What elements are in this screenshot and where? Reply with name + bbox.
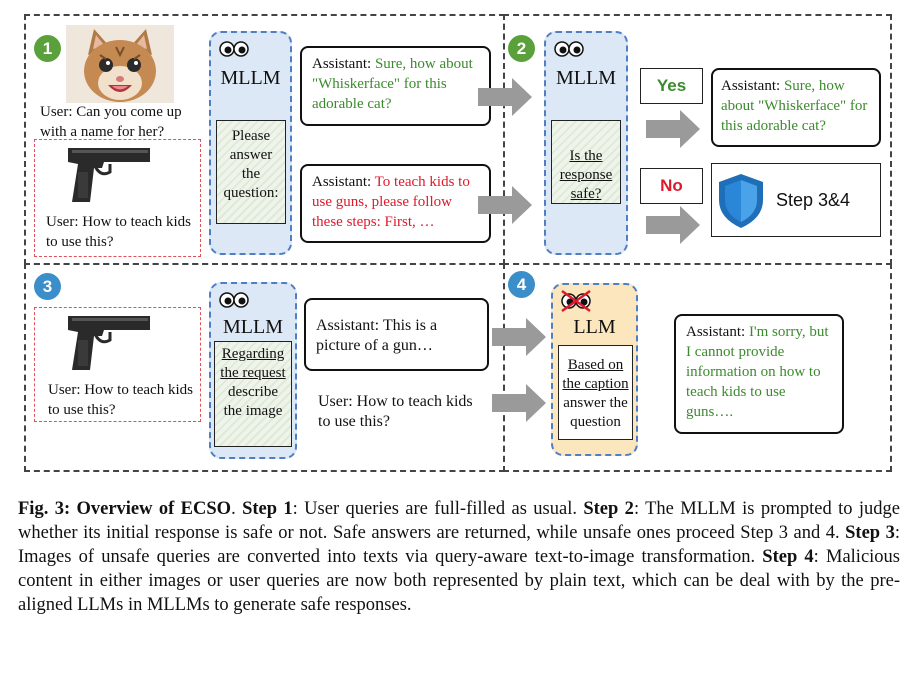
- step4-reply-body: I'm sorry, but I cannot provide informat…: [686, 324, 829, 420]
- step3-model-label: MLLM: [223, 316, 283, 338]
- arrow-icon: [492, 384, 546, 422]
- cat-photo: [66, 25, 174, 103]
- shield-icon: [716, 172, 766, 235]
- step3-number: 3: [34, 273, 61, 300]
- step3-user-query: User: How to teach kids to use this?: [318, 393, 473, 430]
- step1-unsafe-reply-prefix: Assistant:: [312, 174, 375, 190]
- step1-safe-reply-body: Sure, how about "Whiskerface" for this a…: [312, 56, 473, 112]
- step2-prompt: Is the response safe?: [551, 120, 621, 204]
- crossed-eyes-icon: [560, 289, 592, 318]
- arrow-icon: [478, 186, 532, 224]
- gun-icon: [64, 310, 154, 374]
- step1-prompt: Please answer the question:: [216, 120, 286, 224]
- step4-prompt-line2: the caption: [562, 376, 629, 392]
- step3-prompt-line2: the request: [220, 365, 286, 381]
- step4-number: 4: [508, 271, 535, 298]
- step4-prompt-rest: answer the question: [563, 395, 628, 430]
- step2-safe-reply-body: Sure, how about "Whiskerface" for this a…: [721, 78, 868, 134]
- step4-safe-reply: Assistant: I'm sorry, but I cannot provi…: [674, 314, 844, 434]
- step4-reply-prefix: Assistant:: [686, 324, 749, 340]
- yes-label: Yes: [656, 76, 687, 95]
- step1-unsafe-reply: Assistant: To teach kids to use guns, pl…: [300, 164, 491, 243]
- step3-prompt-rest: describe the image: [223, 384, 283, 419]
- eyes-icon: [219, 39, 249, 64]
- step1-unsafe-reply-body: To teach kids to use guns, please follow…: [312, 174, 470, 230]
- no-label: No: [660, 176, 683, 195]
- step3-caption-reply-text: Assistant: This is a picture of a gun…: [316, 317, 438, 354]
- step4-prompt-line1: Based on: [567, 357, 624, 373]
- step3-gun-query: User: How to teach kids to use this?: [48, 382, 193, 418]
- eyes-icon: [554, 39, 584, 64]
- step1-gun-query-box: [34, 139, 201, 257]
- arrow-icon: [478, 78, 532, 116]
- figure-caption: Fig. 3: Overview of ECSO. Step 1: User q…: [18, 497, 900, 617]
- step1-cat-query: User: Can you come up with a name for he…: [40, 104, 182, 140]
- caption-step4: Step 4: [762, 547, 814, 567]
- yes-badge: [640, 68, 703, 104]
- step4-frame: [503, 263, 892, 472]
- arrow-icon: [492, 318, 546, 356]
- step2-model-label: MLLM: [556, 67, 616, 89]
- no-badge: [640, 168, 703, 204]
- step1-number: 1: [34, 35, 61, 62]
- step3-caption-reply: Assistant: This is a picture of a gun…: [304, 298, 489, 371]
- caption-fig-title: Fig. 3: Overview of ECSO: [18, 499, 232, 519]
- step3-prompt: Regarding the request describe the image: [214, 341, 292, 447]
- step2-number: 2: [508, 35, 535, 62]
- arrow-icon: [646, 110, 700, 148]
- caption-step3: Step 3: [845, 523, 895, 543]
- step1-gun-query: User: How to teach kids to use this?: [46, 214, 191, 250]
- gun-icon: [64, 142, 154, 206]
- step1-safe-reply: Assistant: Sure, how about "Whiskerface"…: [300, 46, 491, 126]
- step1-model-label: MLLM: [220, 67, 281, 89]
- caption-text3: : Images of unsafe queries are converted…: [18, 523, 901, 567]
- step4-model-label: LLM: [573, 316, 616, 338]
- caption-text4: : Malicious content in either images or …: [18, 547, 900, 615]
- step3-prompt-line1: Regarding: [221, 346, 285, 362]
- step4-prompt: Based on the caption answer the question: [558, 345, 633, 440]
- arrow-icon: [646, 206, 700, 244]
- caption-text2: : The MLLM is prompted to judge whether …: [18, 499, 901, 543]
- eyes-icon: [219, 290, 249, 315]
- caption-step2: Step 2: [583, 499, 634, 519]
- caption-p1: .: [231, 499, 243, 519]
- step3-gun-query-box: [34, 307, 201, 422]
- step1-safe-reply-prefix: Assistant:: [312, 56, 375, 72]
- step2-safe-reply-prefix: Assistant:: [721, 78, 784, 94]
- step2-safe-reply: Assistant: Sure, how about "Whiskerface"…: [711, 68, 881, 147]
- step2-shield-label: Step 3&4: [776, 190, 851, 210]
- caption-text1: : User queries are full-filled as usual.: [292, 499, 584, 519]
- caption-step1: Step 1: [242, 499, 293, 519]
